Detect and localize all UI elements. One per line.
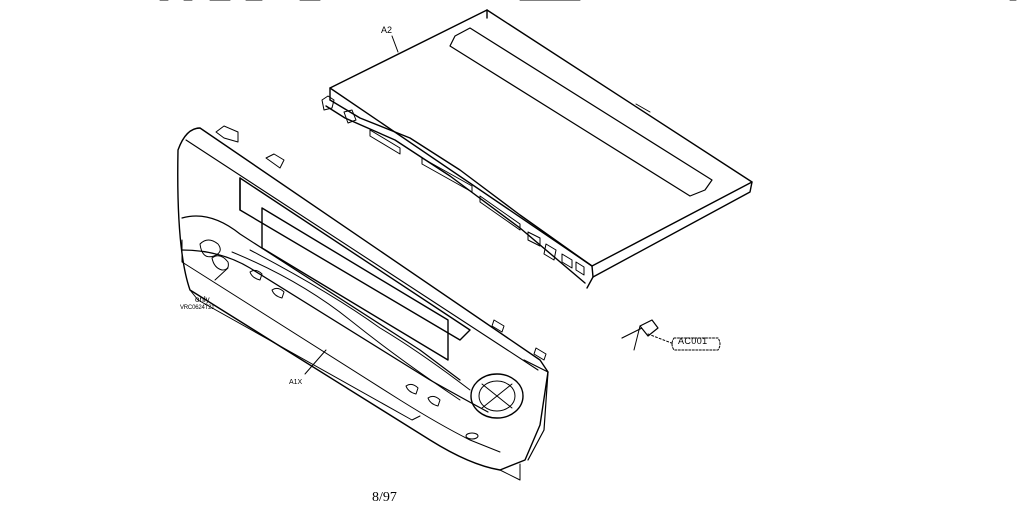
connector-tag-outline [672,338,720,350]
connector-part [622,320,720,350]
label-lower-note: only [195,295,210,304]
jog-dial [471,374,523,418]
label-lower-part: VRC0624T21 [180,305,215,311]
footer-date: 8/97 [372,490,397,505]
top-cover [322,10,752,288]
label-top-cover: A2 [381,25,393,35]
front-panel [178,126,548,480]
label-front-panel: A1X [289,379,303,386]
power-button [200,240,220,257]
label-recess [450,28,712,196]
label-connector: AC001 [678,336,708,346]
